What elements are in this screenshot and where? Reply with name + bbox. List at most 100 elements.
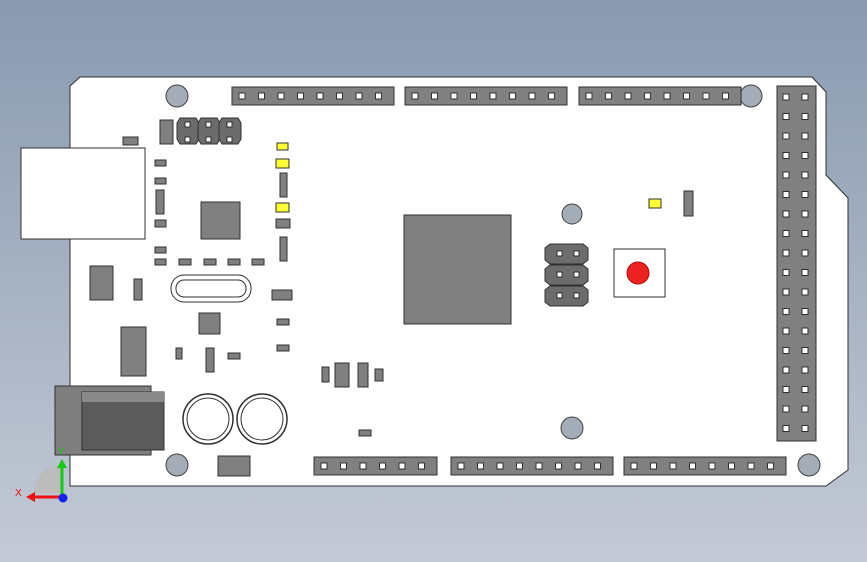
icsp-pin — [556, 292, 563, 299]
header-pin — [477, 462, 484, 470]
icsp-pin — [226, 136, 233, 143]
header-pin — [297, 92, 304, 100]
header-pin — [728, 462, 735, 470]
mounting-holes — [165, 84, 821, 477]
header-pin — [782, 327, 790, 335]
header-pin — [516, 462, 523, 470]
x-axis-arrowhead — [26, 492, 35, 502]
reset-button — [613, 248, 666, 298]
header-pin — [683, 92, 690, 100]
header-pin — [277, 92, 285, 100]
status-leds — [275, 142, 662, 213]
header-pin — [470, 92, 477, 100]
header-pin — [801, 191, 809, 198]
header-pin — [801, 171, 809, 179]
header-pin — [801, 152, 809, 159]
header-pin — [801, 249, 809, 257]
header-pin — [782, 405, 790, 413]
mounting-hole — [797, 453, 821, 477]
header-pin — [801, 210, 809, 218]
usb-connector — [20, 147, 146, 240]
header-pin — [782, 210, 790, 218]
header-pin — [782, 366, 790, 374]
header-pin — [801, 132, 809, 140]
header-pin — [379, 462, 386, 470]
header-double-row — [776, 85, 817, 442]
header-pin — [747, 462, 755, 470]
header-pin — [801, 113, 809, 120]
header-pin — [548, 92, 555, 100]
header-pin — [782, 249, 790, 257]
header-pin — [355, 92, 363, 100]
mounting-hole — [165, 453, 189, 477]
led — [276, 142, 289, 151]
header-pin — [496, 462, 504, 470]
header-pin — [782, 347, 790, 354]
mounting-hole — [560, 416, 584, 440]
header-pin — [375, 92, 382, 100]
header-pin — [801, 386, 809, 393]
led — [275, 158, 290, 169]
icsp-pin-housing — [544, 285, 589, 307]
header-pin — [782, 93, 790, 101]
capacitor — [182, 393, 234, 445]
header-row — [404, 86, 568, 106]
header-pin — [594, 462, 601, 470]
header-pin — [258, 92, 265, 100]
icsp-pin — [226, 121, 233, 128]
header-pin — [316, 92, 324, 100]
header-pin — [801, 405, 809, 413]
header-pin — [528, 92, 536, 100]
led — [648, 198, 662, 209]
z-axis-dot — [58, 493, 68, 503]
header-pin — [630, 462, 638, 470]
header-pin — [782, 288, 790, 296]
capacitor — [236, 393, 288, 445]
header-pin — [650, 462, 657, 470]
capacitor — [186, 397, 230, 441]
header-pin — [801, 230, 809, 237]
header-pin — [555, 462, 562, 470]
header-pin — [359, 462, 367, 470]
icsp-pin — [573, 250, 580, 257]
header-pin — [418, 462, 425, 470]
header-pin — [782, 308, 790, 315]
header-pin — [782, 425, 790, 432]
header-pin — [431, 92, 438, 100]
header-pin — [238, 92, 246, 100]
icsp-pin-housing — [218, 117, 242, 145]
icsp-pin-housing — [176, 117, 200, 145]
header-pin — [782, 171, 790, 179]
header-pin — [450, 92, 458, 100]
header-pin — [489, 92, 497, 100]
icsp-pin-housing — [197, 117, 221, 145]
header-row — [578, 86, 742, 106]
header-pin — [702, 92, 710, 100]
smd-components — [89, 119, 694, 477]
header-pin — [782, 113, 790, 120]
header-pin — [340, 462, 347, 470]
header-pin — [624, 92, 632, 100]
pin-headers — [176, 85, 817, 476]
header-pin — [585, 92, 593, 100]
header-pin — [801, 327, 809, 335]
header-pin — [574, 462, 582, 470]
capacitors — [182, 393, 288, 445]
icsp-pin-housing — [544, 243, 589, 265]
icsp-pin — [573, 271, 580, 278]
header-pin — [722, 92, 729, 100]
header-pin — [801, 93, 809, 101]
header-pin — [782, 386, 790, 393]
axis-triad: X Y — [15, 447, 68, 503]
header-pin — [535, 462, 543, 470]
icsp-pin — [573, 292, 580, 299]
mounting-hole — [165, 84, 189, 108]
header-pin — [782, 132, 790, 140]
header-row — [450, 456, 614, 476]
header-pin — [782, 191, 790, 198]
header-row — [313, 456, 438, 476]
header-pin — [782, 269, 790, 276]
header-pin — [644, 92, 651, 100]
